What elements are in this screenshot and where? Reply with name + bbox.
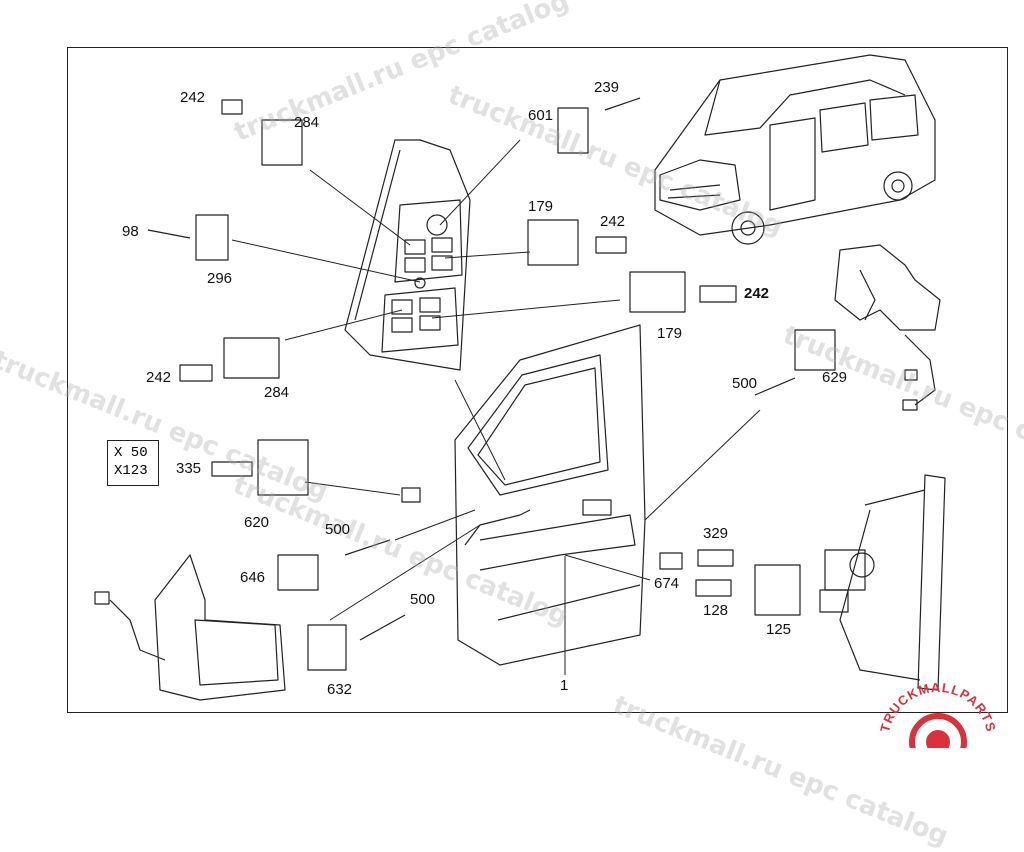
callout-629: 629 — [822, 369, 848, 386]
callout-500: 500 — [732, 375, 758, 392]
callout-632: 632 — [327, 681, 353, 698]
callout-500: 500 — [325, 521, 351, 538]
callout-620: 620 — [244, 514, 270, 531]
callout-242: 242 — [744, 285, 770, 302]
door-lock-mechanism — [834, 244, 941, 411]
callout-179: 179 — [657, 325, 683, 342]
leader-lines — [231, 139, 761, 675]
parts-diagram — [94, 54, 946, 701]
callout-329: 329 — [703, 525, 729, 542]
window-regulator — [819, 474, 946, 691]
connector-reference-box: X 50 X123 — [107, 440, 159, 486]
callout-179: 179 — [528, 198, 554, 215]
armrest-switch-panel — [344, 139, 471, 371]
callout-284: 284 — [294, 114, 320, 131]
callout-500: 500 — [410, 591, 436, 608]
svg-text:TRUCKMALLPARTS: TRUCKMALLPARTS — [877, 680, 999, 734]
callout-239: 239 — [594, 79, 620, 96]
van-illustration — [654, 54, 936, 245]
callout-242: 242 — [600, 213, 626, 230]
callout-242: 242 — [146, 369, 172, 386]
mirror-assembly — [94, 554, 286, 701]
small-parts — [147, 97, 836, 671]
callout-601: 601 — [528, 107, 554, 124]
callout-296: 296 — [207, 270, 233, 287]
callout-674: 674 — [654, 575, 680, 592]
callout-284: 284 — [264, 384, 290, 401]
callout-242: 242 — [180, 89, 206, 106]
callout-125: 125 — [766, 621, 792, 638]
callout-335: 335 — [176, 460, 202, 477]
reference-line: X 50 — [114, 445, 148, 461]
callout-646: 646 — [240, 569, 266, 586]
reference-line: X123 — [114, 463, 148, 479]
callout-128: 128 — [703, 602, 729, 619]
diagram-frame — [67, 47, 1008, 713]
callout-98: 98 — [122, 223, 139, 240]
truckmallparts-logo: TRUCKMALLPARTS — [877, 680, 999, 748]
callout-1: 1 — [560, 677, 569, 694]
